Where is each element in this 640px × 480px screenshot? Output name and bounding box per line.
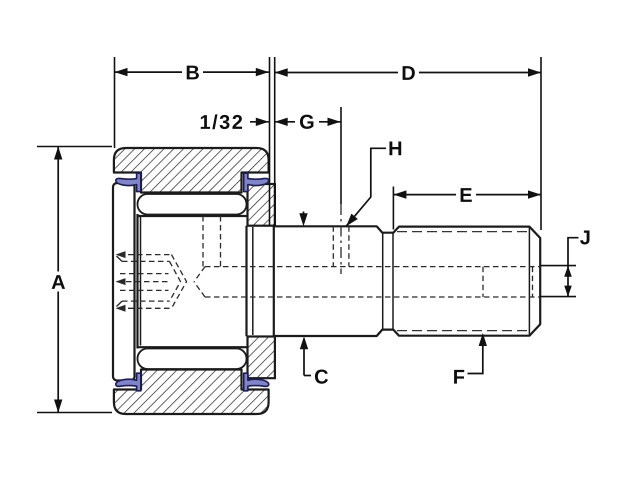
svg-text:C: C (314, 367, 328, 389)
svg-text:F: F (453, 367, 465, 389)
svg-text:1/32: 1/32 (199, 112, 244, 134)
svg-text:G: G (299, 112, 315, 134)
svg-text:E: E (459, 185, 472, 207)
svg-text:J: J (580, 227, 591, 249)
svg-text:A: A (51, 272, 65, 294)
svg-text:B: B (185, 62, 199, 84)
svg-text:H: H (388, 138, 402, 160)
svg-text:D: D (401, 63, 415, 85)
